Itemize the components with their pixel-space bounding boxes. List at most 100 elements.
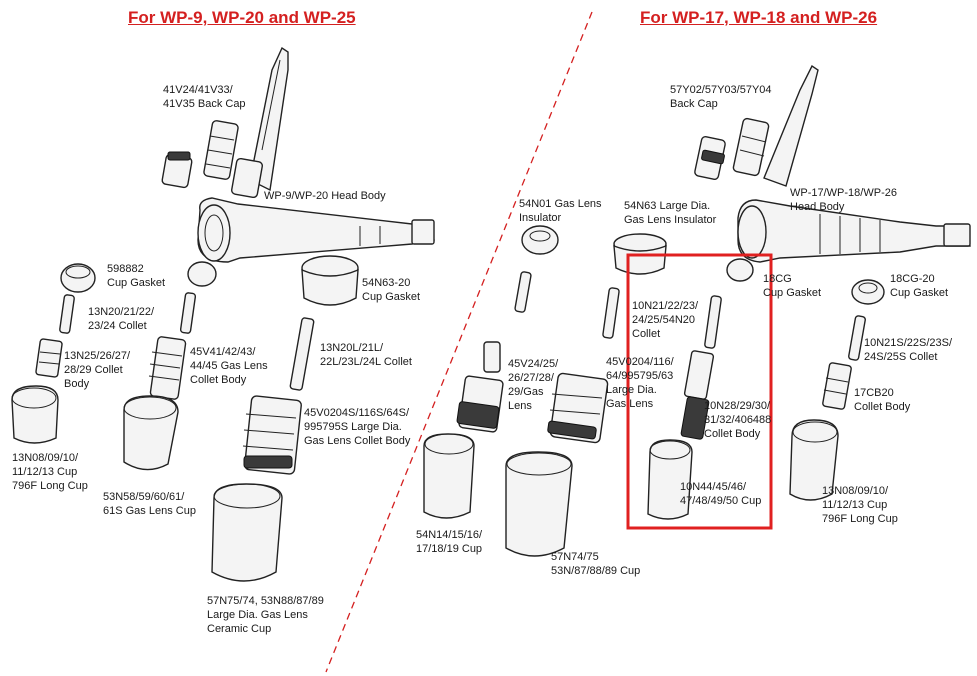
cup-13n08-left-drawing: [11, 385, 59, 444]
label-gas-lens-cup-53n58: 53N58/59/60/61/61S Gas Lens Cup: [103, 490, 196, 518]
label-line: 13N08/09/10/: [12, 452, 79, 464]
label-line: 41V35 Back Cap: [163, 98, 246, 110]
label-line: 45V0204/116/: [606, 356, 674, 368]
large-dia-gas-lens-45v0204-drawing: [547, 372, 609, 444]
label-cup-gasket-18cg: 18CG Cup Gasket: [763, 272, 821, 300]
collet-body-17cb20-drawing: [822, 362, 852, 410]
label-line: 53N/87/88/89 Cup: [551, 565, 641, 577]
gas-lens-cup-53n58-drawing: [123, 395, 179, 471]
label-line: 64/995795/63: [606, 370, 674, 382]
label-line: 17CB20: [854, 387, 894, 399]
label-line: 18CG: [763, 273, 792, 285]
label-collet-10n21s: 10N21S/22S/23S/24S/25S Collet: [864, 336, 952, 364]
label-line: 995795S Large Dia.: [304, 421, 402, 433]
label-line: 10N44/45/46/: [680, 481, 747, 493]
gas-lens-45v24-drawing: [456, 341, 504, 433]
label-line: 47/48/49/50 Cup: [680, 495, 762, 507]
header-right: For WP-17, WP-18 and WP-26: [640, 8, 878, 27]
cup-10n44-drawing: [647, 439, 693, 520]
head-body-left-drawing: [197, 197, 435, 263]
label-line: Insulator: [519, 212, 562, 224]
insulator-54n01-drawing: [514, 225, 559, 313]
label-line: 13N08/09/10/: [822, 485, 889, 497]
collet-body-10n28-drawing: [680, 350, 715, 440]
cup-gasket-54n63-20-drawing: [301, 255, 359, 306]
back-cap-right-drawing: [694, 64, 819, 187]
label-line: 29/Gas: [508, 386, 544, 398]
label-line: 10N21S/22S/23S/: [864, 337, 953, 349]
label-cup-10n44: 10N44/45/46/47/48/49/50 Cup: [680, 480, 761, 508]
gas-lens-45v41-drawing: [148, 336, 187, 400]
collet-10n21s-drawing: [848, 315, 866, 361]
label-line: 24S/25S Collet: [864, 351, 938, 363]
label-cup-57n74: 57N74/75 53N/87/88/89 Cup: [551, 550, 640, 578]
collet-body-13n25-drawing: [35, 338, 63, 378]
label-line: 598882: [107, 263, 144, 275]
label-line: 45V24/25/: [508, 358, 559, 370]
label-line: Collet Body: [854, 401, 911, 413]
label-line: Cup Gasket: [890, 287, 949, 299]
label-back-cap-left: 41V24/41V33/41V35 Back Cap: [163, 83, 246, 111]
collet-13n20-drawing: [59, 292, 197, 334]
head-body-right-drawing: [737, 199, 971, 263]
label-line: 54N01 Gas Lens: [519, 198, 602, 210]
label-line: Gas Lens Insulator: [624, 214, 717, 226]
ceramic-cup-57n75-drawing: [211, 483, 283, 582]
label-line: Collet Body: [190, 374, 247, 386]
label-line: 18CG-20: [890, 273, 935, 285]
label-line: 45V0204S/116S/64S/: [304, 407, 409, 419]
label-line: Collet Body: [704, 428, 761, 440]
label-line: Back Cap: [670, 98, 718, 110]
label-line: WP-17/WP-18/WP-26: [790, 187, 897, 199]
label-line: Cup Gasket: [362, 291, 421, 303]
label-line: 13N25/26/27/: [64, 350, 131, 362]
label-line: 13N20L/21L/: [320, 342, 383, 354]
label-line: Body: [64, 378, 90, 390]
label-line: 24/25/54N20: [632, 314, 695, 326]
label-line: 61S Gas Lens Cup: [103, 505, 196, 517]
cup-13n08-right-drawing: [789, 419, 839, 501]
cup-gasket-598882-drawing: [60, 261, 217, 293]
label-head-body-left: WP-9/WP-20 Head Body: [264, 189, 386, 203]
label-line: 11/12/13 Cup: [822, 499, 888, 511]
label-line: 10N21/22/23/: [632, 300, 699, 312]
label-line: 28/29 Collet: [64, 364, 123, 376]
label-line: 57Y02/57Y03/57Y04: [670, 84, 772, 96]
collet-10n21-drawing: [704, 258, 754, 349]
label-line: 57N75/74, 53N88/87/89: [207, 595, 324, 607]
label-line: 41V24/41V33/: [163, 84, 233, 96]
label-collet-13n20l: 13N20L/21L/22L/23L/24L Collet: [320, 341, 412, 369]
label-line: 57N74/75: [551, 551, 599, 563]
label-line: 13N20/21/22/: [88, 306, 155, 318]
label-line: 17/18/19 Cup: [416, 543, 483, 555]
cup-57n74-drawing: [505, 451, 573, 557]
label-line: Gas Lens Collet Body: [304, 435, 411, 447]
label-line: Head Body: [790, 201, 845, 213]
label-line: 23/24 Collet: [88, 320, 147, 332]
collet-13n20l-drawing: [289, 317, 315, 391]
label-large-dia-45v0204s: 45V0204S/116S/64S/995795S Large Dia. Gas …: [304, 406, 410, 448]
label-line: Cup Gasket: [763, 287, 822, 299]
label-line: 10N28/29/30/: [704, 400, 771, 412]
large-dia-gas-lens-45v0204s-drawing: [242, 395, 302, 475]
label-line: Lens: [508, 400, 532, 412]
header-left: For WP-9, WP-20 and WP-25: [128, 8, 356, 27]
label-cup-54n14: 54N14/15/16/17/18/19 Cup: [416, 528, 482, 556]
label-line: 31/32/406488: [704, 414, 772, 426]
label-line: WP-9/WP-20 Head Body: [264, 190, 386, 202]
label-line: 11/12/13 Cup: [12, 466, 78, 478]
cup-54n14-drawing: [423, 433, 475, 519]
